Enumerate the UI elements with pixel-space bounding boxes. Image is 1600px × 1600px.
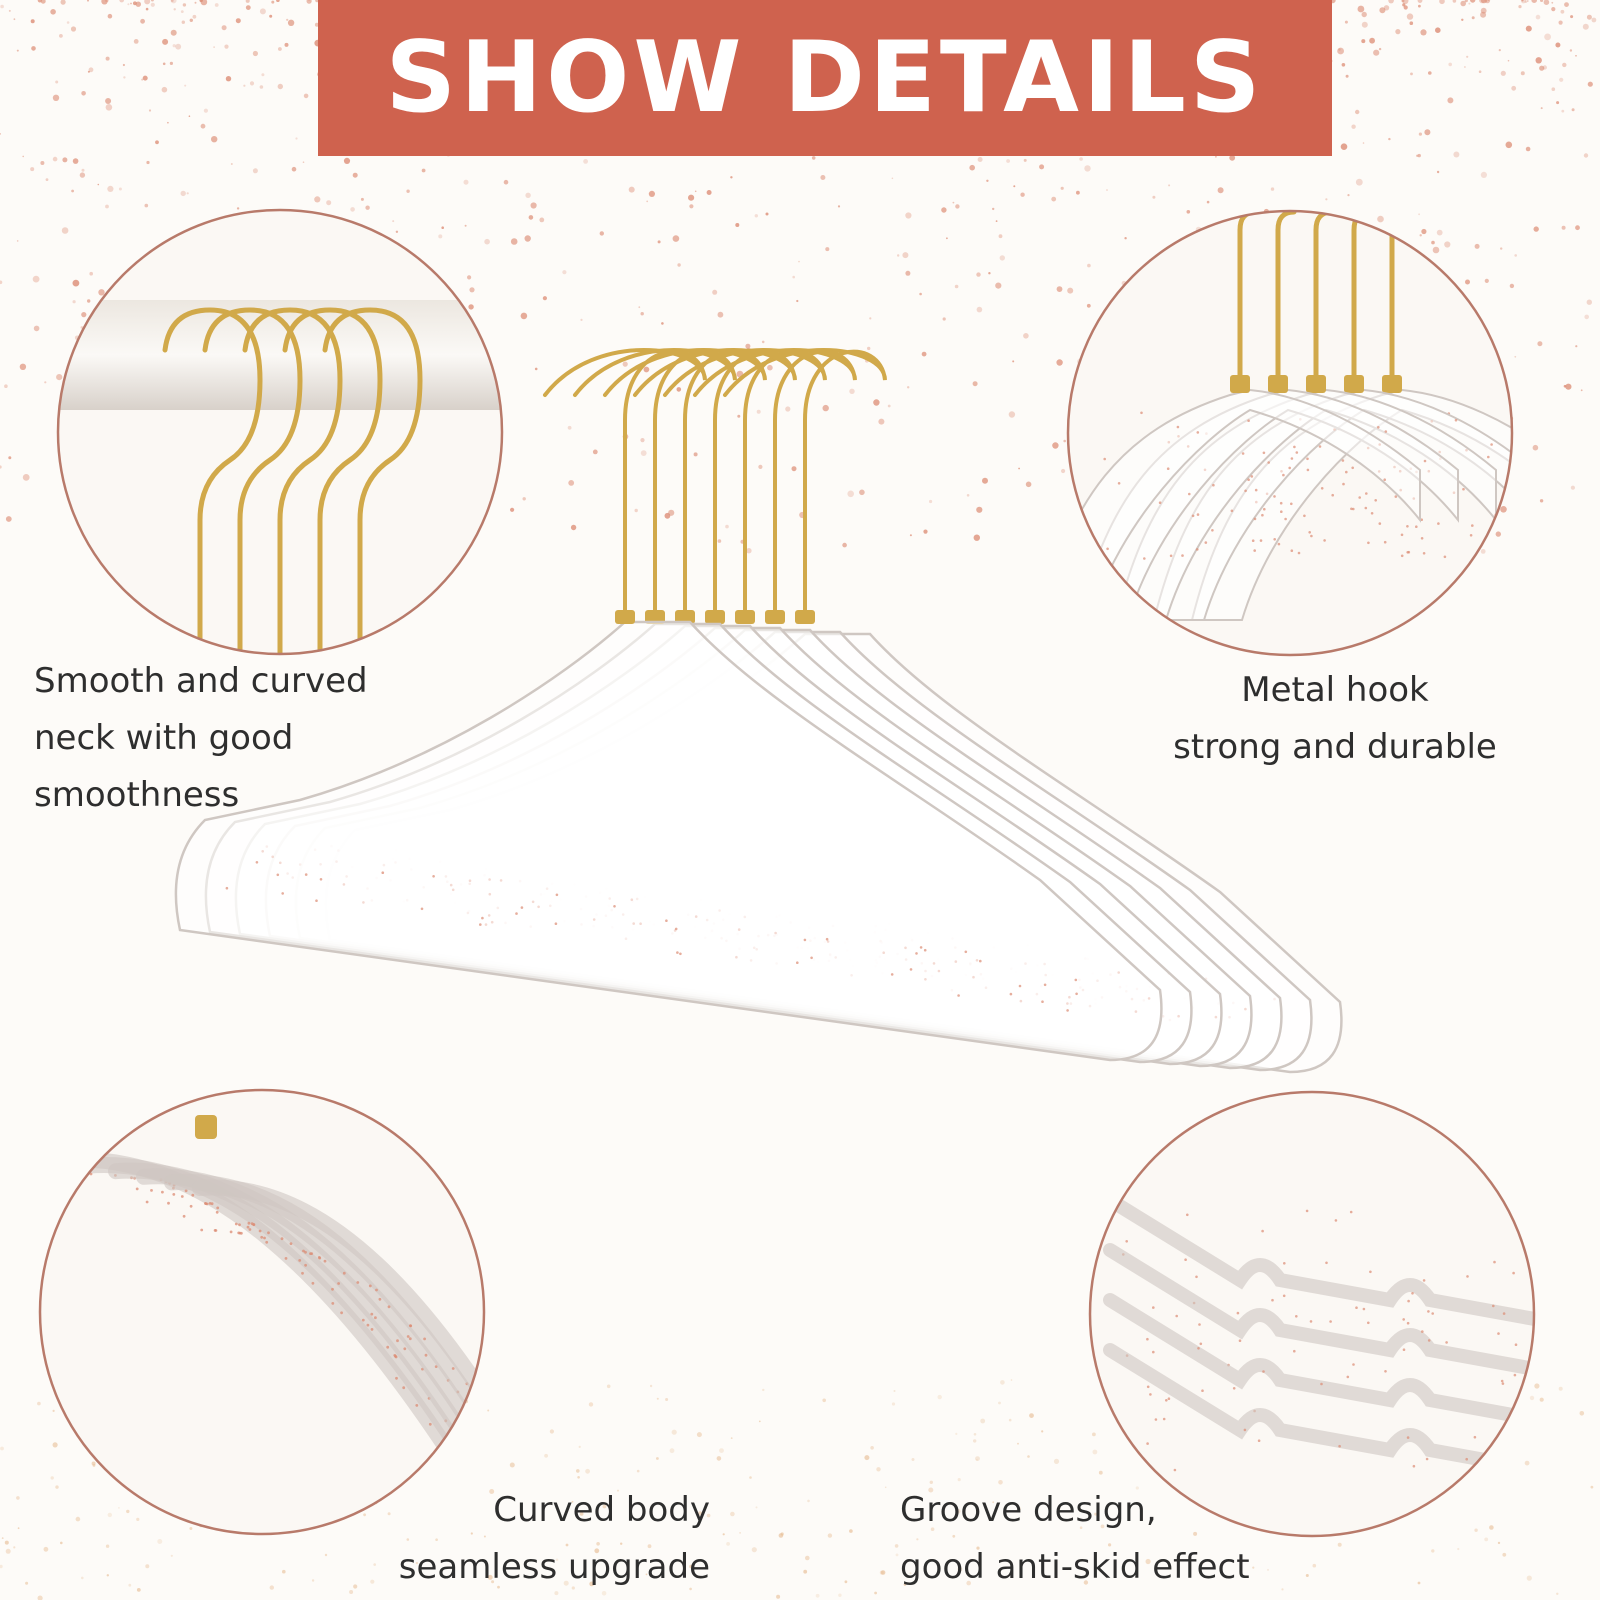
caption-line: Curved body bbox=[493, 1490, 710, 1530]
banner-title: SHOW DETAILS bbox=[385, 21, 1265, 135]
hooks-on-rod bbox=[162, 307, 423, 654]
caption-line: seamless upgrade bbox=[398, 1547, 710, 1587]
groove-edge bbox=[1103, 1293, 1534, 1427]
detail-circle-hook bbox=[1066, 209, 1514, 657]
hook bbox=[202, 307, 303, 654]
caption-hook: Metal hook strong and durable bbox=[1110, 662, 1560, 776]
groove-edge bbox=[1103, 1343, 1534, 1477]
caption-line: neck with good bbox=[34, 718, 294, 758]
hook bbox=[322, 307, 423, 654]
caption-body: Curved body seamless upgrade bbox=[330, 1482, 710, 1596]
groove-closeup bbox=[1103, 1193, 1534, 1477]
detail-circle-groove bbox=[1088, 1090, 1536, 1538]
hanger bbox=[174, 348, 1163, 1062]
caption-line: Groove design, bbox=[900, 1490, 1157, 1530]
hook bbox=[242, 307, 343, 654]
hanger-stack-main bbox=[174, 348, 1343, 1074]
groove-edge bbox=[1103, 1193, 1534, 1327]
hook bbox=[282, 307, 383, 654]
caption-line: strong and durable bbox=[1173, 727, 1497, 767]
detail-ring bbox=[1066, 209, 1514, 657]
caption-line: Smooth and curved bbox=[34, 661, 368, 701]
hanger-arm bbox=[192, 1179, 484, 1534]
detail-ring bbox=[38, 1088, 486, 1536]
caption-groove: Groove design, good anti-skid effect bbox=[900, 1482, 1250, 1596]
hook bbox=[162, 307, 263, 654]
caption-neck: Smooth and curved neck with good smoothn… bbox=[34, 653, 368, 824]
detail-ring bbox=[1088, 1090, 1536, 1538]
title-banner: SHOW DETAILS bbox=[318, 0, 1332, 156]
detail-circle-neck bbox=[56, 208, 504, 656]
caption-line: smoothness bbox=[34, 775, 240, 815]
detail-ring bbox=[56, 208, 504, 656]
groove-edge bbox=[1103, 1243, 1534, 1377]
caption-line: Metal hook bbox=[1241, 670, 1429, 710]
caption-line: good anti-skid effect bbox=[900, 1547, 1250, 1587]
